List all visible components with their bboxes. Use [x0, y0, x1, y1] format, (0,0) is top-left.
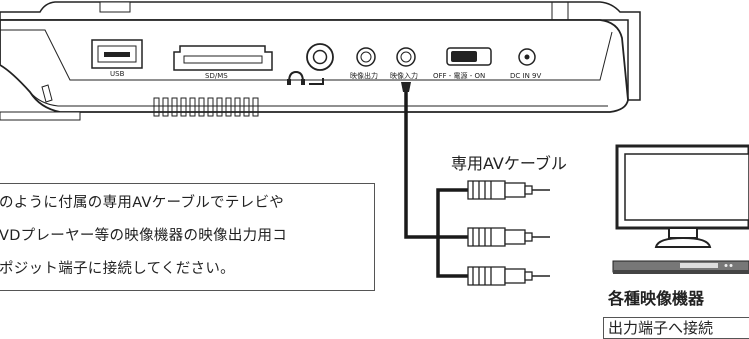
note-line-2: VDプレーヤー等の映像機器の映像出力用コ: [0, 228, 288, 244]
rca-plug-bottom: [467, 266, 550, 286]
usb-label: USB: [110, 70, 125, 78]
av-cable: [404, 82, 468, 278]
speaker-grille: [153, 97, 259, 117]
rca-plug-top: [467, 180, 550, 200]
note-line-3: ポジット端子に接続してください。: [0, 261, 235, 277]
dc-in-jack: [518, 48, 536, 66]
dvd-player-icon: [612, 260, 749, 274]
tv-monitor-icon: [615, 144, 749, 248]
headphone-icon: [287, 70, 324, 85]
note-line-1: のように付属の専用AVケーブルでテレビや: [0, 195, 285, 211]
headphone-jack: [306, 43, 334, 71]
sdms-slot: [173, 45, 273, 71]
dc-in-label: DC IN 9V: [510, 72, 541, 80]
usb-port: [91, 39, 143, 69]
video-in-jack: [396, 47, 416, 67]
cable-plug-tip: [401, 82, 411, 92]
connect-label: 出力端子へ接続: [603, 317, 749, 339]
rca-plug-middle: [467, 227, 550, 247]
cable-label: 専用AVケーブル: [451, 154, 567, 173]
video-in-label: 映像入力: [390, 71, 418, 80]
video-out-jack: [356, 47, 376, 67]
power-switch-label: OFF - 電源 - ON: [433, 71, 485, 80]
video-out-label: 映像出力: [350, 71, 378, 80]
device-label: 各種映像機器: [608, 289, 705, 308]
sdms-label: SD/MS: [205, 72, 228, 80]
instruction-note: のように付属の専用AVケーブルでテレビや VDプレーヤー等の映像機器の映像出力用…: [0, 183, 375, 291]
power-switch: [446, 47, 492, 66]
